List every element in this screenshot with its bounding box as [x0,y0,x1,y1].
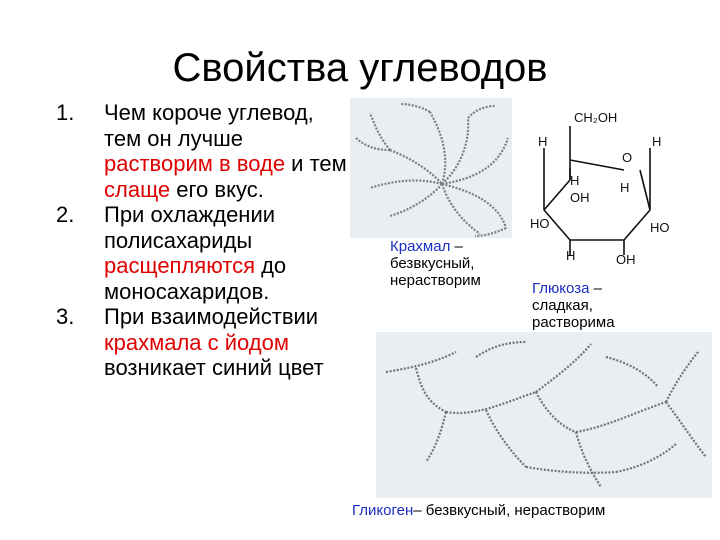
list-text: При охлаждении полисахариды [104,202,276,253]
glucose-structure: CH₂OH H O H H OH H HO HO H OH [530,110,670,267]
h-label: H [570,173,579,188]
list-item: 2. При охлаждении полисахариды расщепляю… [56,202,356,304]
starch-caption-name: Крахмал [390,238,451,255]
list-number: 3. [56,304,75,329]
list-number: 1. [56,100,75,125]
list-text: его вкус. [170,176,264,202]
oh-label: OH [616,252,636,267]
list-text: возникает синий цвет [104,355,324,380]
oh-label: OH [570,190,590,205]
list-text: и тем [285,151,347,176]
starch-caption-text: – безвкусный, нерастворим [390,238,481,289]
list-text-highlight: крахмала с йодом [104,329,289,355]
list-text: Чем короче углевод, тем он лучше [104,100,314,151]
starch-illustration [350,98,512,238]
ho-label: HO [530,216,550,231]
list-item: 3. При взаимодействии крахмала с йодом в… [56,304,356,381]
list-text-highlight: слаще [104,176,171,202]
glycogen-illustration [376,332,712,498]
list-number: 2. [56,202,75,227]
glucose-caption-text: – сладкая, растворима [532,280,615,331]
glycogen-caption: Гликоген– безвкусный, нерастворим [352,502,712,519]
properties-list: 1. Чем короче углевод, тем он лучше раст… [56,100,356,381]
h-label: H [566,248,575,263]
glycogen-caption-name: Гликоген [352,502,414,519]
list-text-highlight: расщепляются [104,253,255,278]
glycogen-caption-text: – безвкусный, нерастворим [413,502,606,519]
list-text-highlight: растворим в воде [104,151,286,176]
slide-title: Свойства углеводов [172,46,548,90]
list-item: 1. Чем короче углевод, тем он лучше раст… [56,100,356,202]
h-label: H [652,134,661,149]
glucose-caption: Глюкоза – сладкая, растворима [532,280,662,331]
starch-caption: Крахмал – безвкусный, нерастворим [390,238,520,289]
o-label: O [622,150,632,165]
list-text: до моносахаридов. [104,253,287,304]
h-label: H [538,134,547,149]
ch2oh-label: CH₂OH [574,110,617,125]
ho-label: HO [650,220,670,235]
list-text: При взаимодействии [104,304,319,329]
h-label: H [620,180,629,195]
glucose-caption-name: Глюкоза [532,280,590,297]
